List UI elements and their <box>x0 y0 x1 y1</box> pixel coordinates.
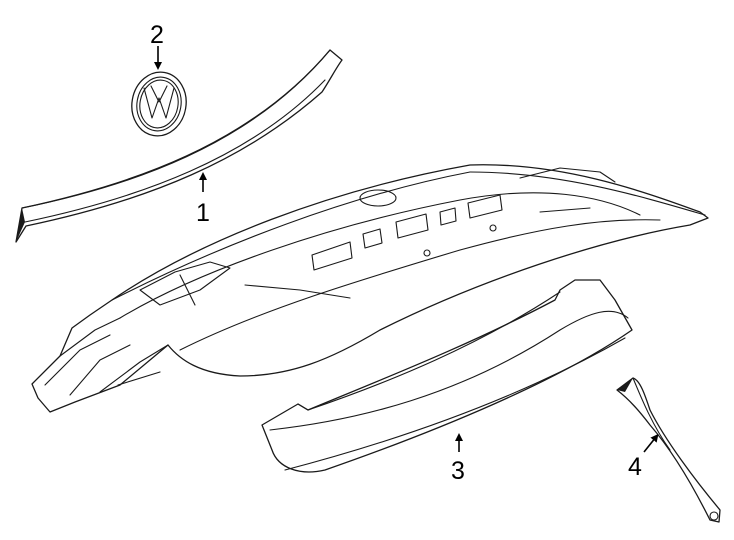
callout-1-label: 1 <box>196 199 210 227</box>
callout-4-label: 4 <box>628 453 642 481</box>
callout-2[interactable]: 2 <box>150 21 164 70</box>
part-3-spoiler[interactable] <box>261 279 633 473</box>
callout-1[interactable]: 1 <box>196 172 210 227</box>
part-4-side-trim[interactable] <box>616 377 721 523</box>
part-2-emblem[interactable] <box>127 68 191 140</box>
part-1-trim-strip[interactable] <box>15 49 343 243</box>
callout-2-label: 2 <box>150 21 164 49</box>
callout-3[interactable]: 3 <box>451 433 465 485</box>
callout-3-label: 3 <box>451 457 465 485</box>
trunk-lid <box>31 164 709 413</box>
callout-4[interactable]: 4 <box>628 433 659 481</box>
